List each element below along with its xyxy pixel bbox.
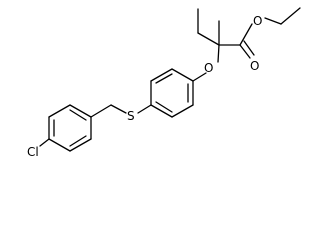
ether-oxygen-label: O xyxy=(204,61,213,75)
chlorine-bond xyxy=(39,138,50,147)
carbonyl-oxygen-label: O xyxy=(250,59,259,73)
ester-oxygen-label: O xyxy=(253,14,262,28)
alkyl-branches xyxy=(197,8,241,46)
ether-linkage xyxy=(192,44,220,82)
benzyl-thioether-linker xyxy=(90,104,152,118)
ester-group xyxy=(239,7,301,59)
chlorine-label: Cl xyxy=(27,145,39,159)
chemical-structure-diagram: Cl S O O O xyxy=(27,7,301,159)
sulfur-label: S xyxy=(127,109,135,123)
chlorophenyl-ring xyxy=(48,104,92,152)
phenylene-ring xyxy=(150,68,194,118)
